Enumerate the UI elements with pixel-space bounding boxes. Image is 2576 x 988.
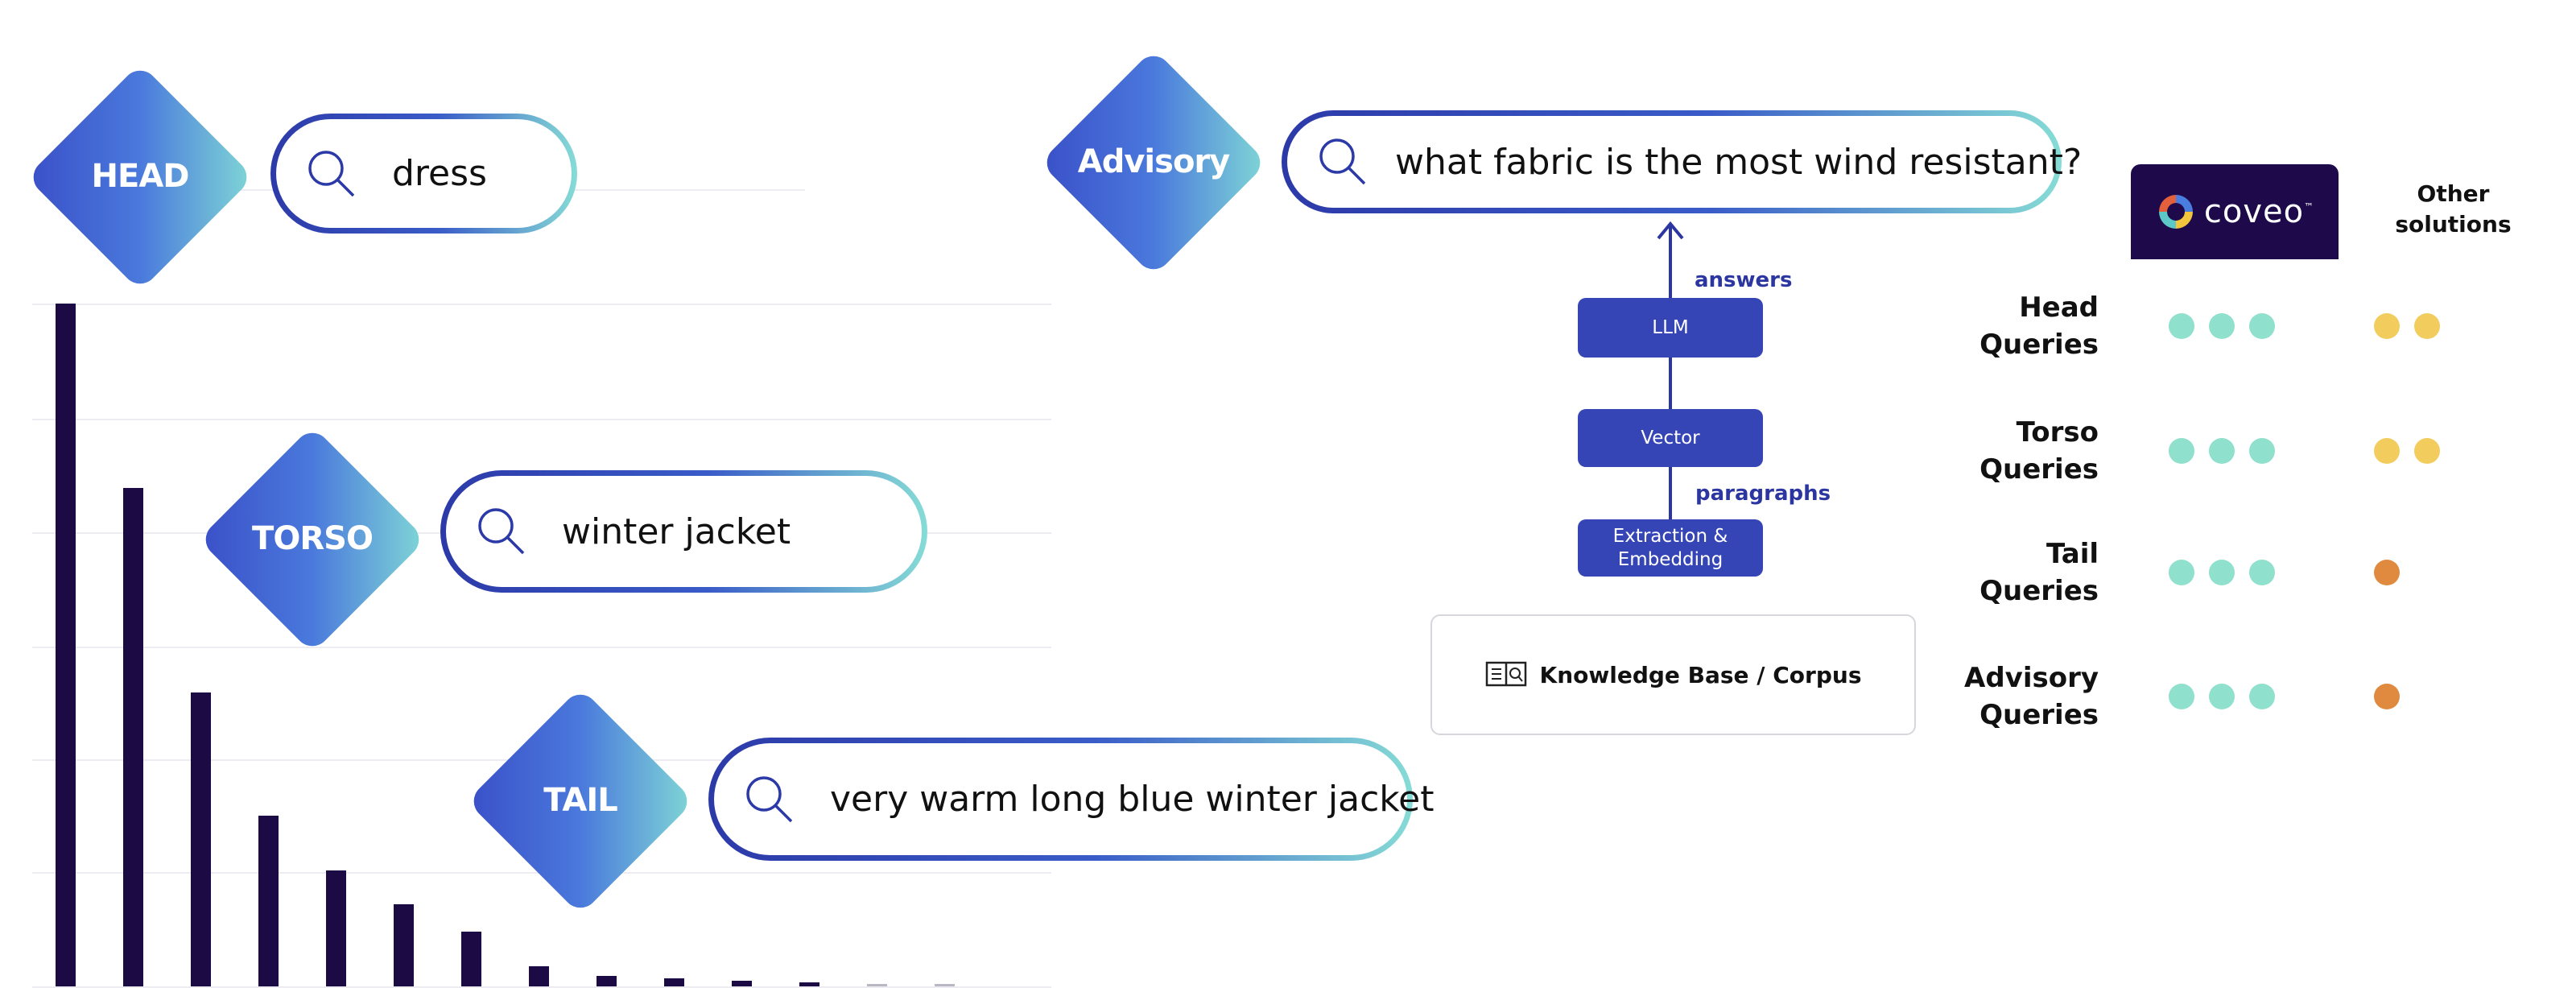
other-score-dot xyxy=(2374,438,2400,464)
search-icon xyxy=(746,775,793,822)
coveo-header: coveo ™ xyxy=(2131,164,2339,259)
coveo-brand: coveo xyxy=(2203,193,2305,230)
coveo-score-dot xyxy=(2249,438,2275,464)
coveo-score-dot xyxy=(2169,313,2194,339)
other-score-dot xyxy=(2374,560,2400,585)
vector-box: Vector xyxy=(1578,409,1763,467)
bar-8 xyxy=(529,965,549,986)
coveo-score-dot xyxy=(2249,313,2275,339)
coveo-score-dot xyxy=(2169,560,2194,585)
coveo-score-dot xyxy=(2169,438,2194,464)
paragraphs-label: paragraphs xyxy=(1695,482,1831,506)
search-icon xyxy=(308,150,355,196)
bar-9 xyxy=(597,976,617,986)
answers-label: answers xyxy=(1695,268,1793,292)
grid-line xyxy=(32,647,1051,648)
advisory-search-bar[interactable]: what fabric is the most wind resistant? xyxy=(1282,110,2082,213)
coveo-score-dot xyxy=(2249,684,2275,709)
bar-6 xyxy=(394,904,414,986)
bar-1 xyxy=(56,304,76,986)
head-search-bar[interactable]: dress xyxy=(270,114,577,234)
torso-search-bar[interactable]: winter jacket xyxy=(440,470,927,593)
search-icon xyxy=(1319,138,1366,185)
knowledge-base-label: Knowledge Base / Corpus xyxy=(1539,661,1862,688)
bar-10 xyxy=(664,978,684,986)
coveo-score-dot xyxy=(2249,560,2275,585)
extraction-embedding-box: Extraction & Embedding xyxy=(1578,519,1763,577)
bar-11 xyxy=(732,981,752,986)
other-score-dot xyxy=(2374,684,2400,709)
advisory-badge: Advisory xyxy=(1077,143,1230,180)
knowledge-base-icon xyxy=(1485,661,1526,687)
knowledge-base-box: Knowledge Base / Corpus xyxy=(1430,614,1916,735)
torso-badge: TORSO xyxy=(252,520,374,557)
head-query: dress xyxy=(392,153,487,194)
coveo-score-dot xyxy=(2209,560,2235,585)
coveo-trademark: ™ xyxy=(2304,201,2314,213)
search-icon xyxy=(478,508,525,555)
row-label: Torso Queries xyxy=(1979,416,2099,486)
other-score-dot xyxy=(2414,313,2440,339)
bar-3 xyxy=(191,692,211,986)
bar-7 xyxy=(461,932,481,986)
other-solutions-header: Other solutions xyxy=(2395,180,2512,238)
head-badge: HEAD xyxy=(91,158,190,195)
other-score-dot xyxy=(2374,313,2400,339)
coveo-score-dot xyxy=(2209,684,2235,709)
pipeline-arrow xyxy=(1657,221,1684,523)
bar-5 xyxy=(326,870,346,986)
row-label: Advisory Queries xyxy=(1964,662,2099,731)
row-label: Head Queries xyxy=(1979,291,2099,361)
row-label: Tail Queries xyxy=(1979,538,2099,607)
grid-line xyxy=(32,419,1051,420)
bar-14 xyxy=(935,984,955,986)
tail-search-bar[interactable]: very warm long blue winter jacket xyxy=(708,738,1435,861)
coveo-score-dot xyxy=(2209,438,2235,464)
torso-query: winter jacket xyxy=(562,511,791,552)
bar-13 xyxy=(867,984,887,986)
llm-box: LLM xyxy=(1578,298,1763,358)
coveo-score-dot xyxy=(2169,684,2194,709)
advisory-query: what fabric is the most wind resistant? xyxy=(1395,141,2083,183)
other-score-dot xyxy=(2414,438,2440,464)
bar-4 xyxy=(258,816,279,986)
tail-badge: TAIL xyxy=(543,782,618,819)
tail-query: very warm long blue winter jacket xyxy=(830,779,1435,820)
coveo-score-dot xyxy=(2209,313,2235,339)
bar-12 xyxy=(799,982,819,986)
coveo-logo-icon xyxy=(2158,195,2193,229)
bar-2 xyxy=(123,487,143,986)
grid-line xyxy=(32,304,1051,305)
